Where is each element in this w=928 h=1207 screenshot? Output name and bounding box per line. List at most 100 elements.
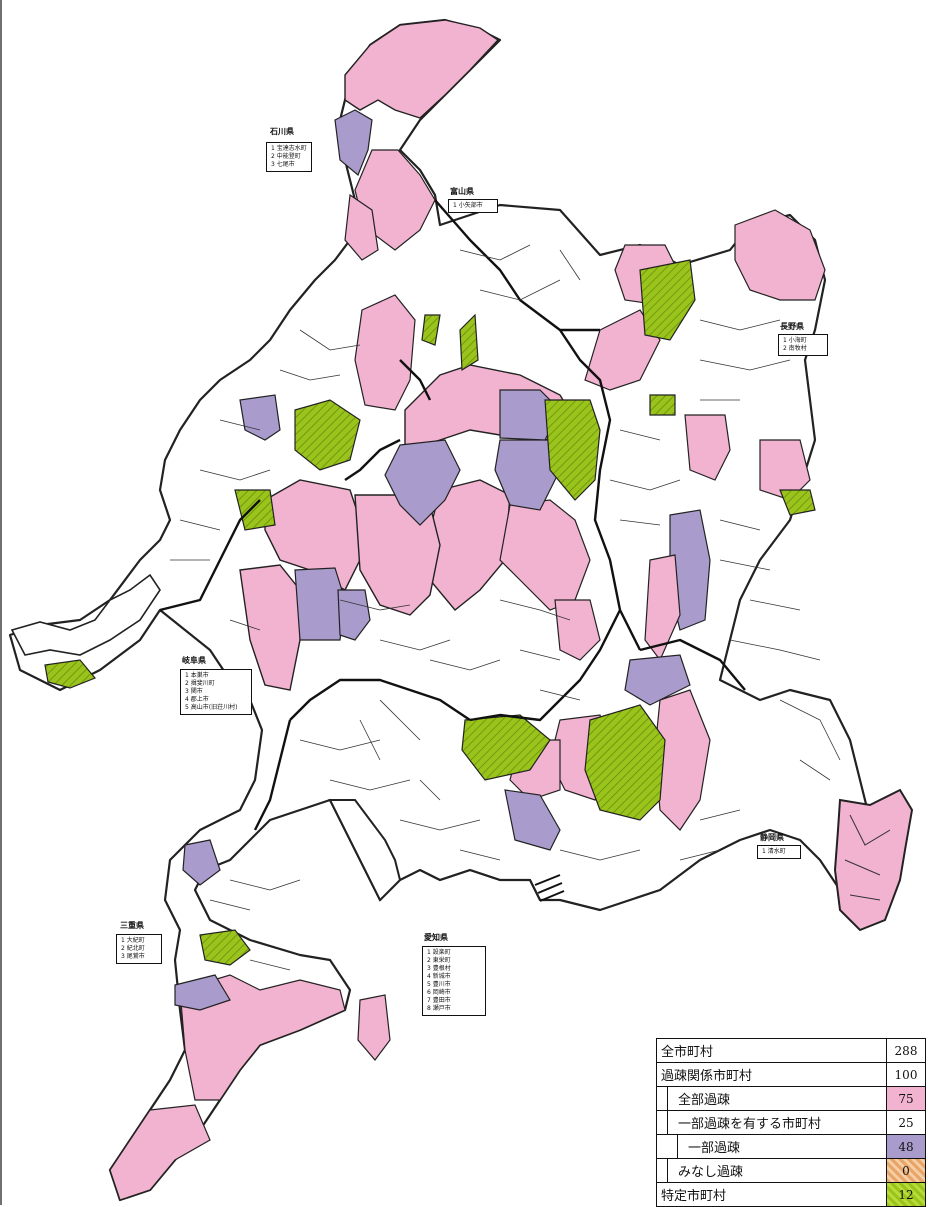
label-item: 8 瀬戸市 — [427, 1005, 451, 1012]
label-title-gifu: 岐阜県 — [182, 656, 206, 665]
label-box-nagano: 1 小海町 2 南牧村 — [778, 334, 828, 356]
label-item: 1 大紀町 — [121, 937, 145, 944]
specific-6 — [584, 704, 666, 821]
mie-full-2 — [109, 1104, 211, 1201]
izu-borders — [844, 814, 891, 901]
label-item: 3 豊根村 — [427, 965, 451, 972]
legend-label: 全部過疎 — [667, 1087, 886, 1110]
gifu-gujo — [264, 479, 361, 591]
legend-row: 一部過疎 48 — [657, 1135, 925, 1159]
label-box-ishikawa: 1 宝達志水町 2 中能登町 3 七尾市 — [266, 142, 312, 172]
specific-11 — [421, 314, 441, 346]
label-item: 3 七尾市 — [271, 161, 295, 168]
label-title-toyama: 富山県 — [450, 187, 474, 196]
legend-value-swatch-partial: 48 — [886, 1135, 925, 1158]
label-box-gifu: 1 本巣市 2 揖斐川町 3 関市 4 郡上市 5 高山市(旧荘川村) — [180, 669, 252, 715]
west-island — [10, 573, 161, 656]
noto-partial — [334, 109, 373, 176]
label-item: 1 設楽町 — [427, 949, 451, 956]
label-item: 2 紀北町 — [121, 945, 145, 952]
municipal-borders — [119, 244, 841, 971]
label-item: 3 関市 — [185, 688, 203, 695]
gifu-partial-5 — [337, 589, 371, 641]
legend-value: 100 — [886, 1063, 925, 1086]
legend-row: 一部過疎を有する市町村 25 — [657, 1111, 925, 1135]
specific-10 — [459, 313, 479, 372]
label-item: 6 岡崎市 — [427, 989, 451, 996]
label-box-toyama: 1 小矢部市 — [448, 199, 498, 213]
legend-row: 特定市町村 12 — [657, 1183, 925, 1206]
label-item: 3 尾鷲市 — [121, 953, 145, 960]
gifu-ena — [554, 599, 601, 661]
specific-7 — [44, 659, 96, 689]
label-item: 1 清水町 — [762, 848, 786, 855]
label-box-mie: 1 大紀町 2 紀北町 3 尾鷲市 — [116, 934, 162, 964]
label-title-aichi: 愛知県 — [424, 933, 448, 942]
mikawa-bay-coast — [419, 868, 541, 901]
nagano-full-1 — [734, 209, 826, 301]
mie-partial-2 — [182, 839, 221, 886]
label-item: 2 中能登町 — [271, 153, 301, 160]
legend-label: 過疎関係市町村 — [661, 1069, 753, 1084]
label-item: 2 揖斐川町 — [185, 680, 215, 687]
gifu-partial-6 — [239, 394, 281, 441]
legend-label: 全市町村 — [661, 1045, 714, 1060]
legend-label: 特定市町村 — [661, 1189, 727, 1204]
specific-5 — [461, 714, 551, 781]
label-title-shizuoka: 静岡県 — [760, 833, 784, 842]
ise-bay-coast — [328, 799, 402, 902]
label-item: 2 東栄町 — [427, 957, 451, 964]
legend-row: 全市町村 288 — [657, 1039, 925, 1063]
noto-full-depopulated — [344, 19, 500, 119]
legend-table: 全市町村 288 過疎関係市町村 100 全部過疎 75 一部過疎を有する市町村… — [656, 1038, 926, 1207]
legend-label: みなし過疎 — [667, 1159, 886, 1182]
legend-row: みなし過疎 0 — [657, 1159, 925, 1183]
label-box-shizuoka: 1 清水町 — [757, 845, 801, 859]
label-item: 1 本巣市 — [185, 672, 209, 679]
legend-row: 全部過疎 75 — [657, 1087, 925, 1111]
fukui-full-1 — [354, 294, 416, 411]
nagano-full-4 — [684, 414, 731, 481]
prefecture-boundaries — [159, 199, 746, 831]
label-title-ishikawa: 石川県 — [270, 127, 294, 136]
gifu-partial-4 — [294, 567, 346, 641]
gifu-ibigawa — [239, 564, 301, 691]
label-item: 1 小矢部市 — [453, 202, 483, 209]
legend-value-swatch-deemed: 0 — [886, 1159, 925, 1182]
nagano-full-5 — [644, 554, 681, 662]
specific-3 — [639, 259, 696, 341]
label-item: 4 郡上市 — [185, 696, 209, 703]
label-title-nagano: 長野県 — [780, 322, 804, 331]
atsumi-peninsula-marks — [534, 874, 565, 902]
legend-label: 一部過疎を有する市町村 — [667, 1111, 886, 1134]
label-title-mie: 三重県 — [120, 921, 144, 930]
label-item: 5 豊川市 — [427, 981, 451, 988]
specific-9 — [779, 489, 816, 516]
label-box-aichi: 1 設楽町 2 東栄町 3 豊根村 4 新城市 5 豊川市 6 岡崎市 7 豊田… — [422, 946, 486, 1016]
legend-value-swatch-specific: 12 — [886, 1183, 925, 1206]
specific-2 — [294, 399, 361, 471]
gifu-partial-hida — [384, 439, 461, 526]
shizuoka-partial-1 — [624, 654, 691, 706]
specific-1 — [544, 399, 601, 501]
label-item: 7 豊田市 — [427, 997, 451, 1004]
mie-full-1 — [179, 974, 346, 1101]
mie-partial-1 — [174, 974, 231, 1011]
legend-value: 288 — [886, 1039, 925, 1062]
legend-value: 25 — [886, 1111, 925, 1134]
label-item: 1 宝達志水町 — [271, 145, 307, 152]
specific-8 — [199, 929, 251, 966]
legend-label: 一部過疎 — [677, 1135, 886, 1158]
legend-value-swatch-full: 75 — [886, 1087, 925, 1110]
izu-peninsula — [833, 788, 914, 932]
label-item: 1 小海町 — [783, 337, 807, 344]
aichi-partial-1 — [504, 789, 561, 851]
legend-row: 過疎関係市町村 100 — [657, 1063, 925, 1087]
label-item: 2 南牧村 — [783, 345, 807, 352]
mie-full-3 — [357, 994, 391, 1061]
label-item: 4 新城市 — [427, 973, 451, 980]
label-item: 5 高山市(旧荘川村) — [185, 704, 238, 711]
noto-full-3 — [344, 193, 379, 261]
nagano-full-2 — [584, 309, 661, 391]
